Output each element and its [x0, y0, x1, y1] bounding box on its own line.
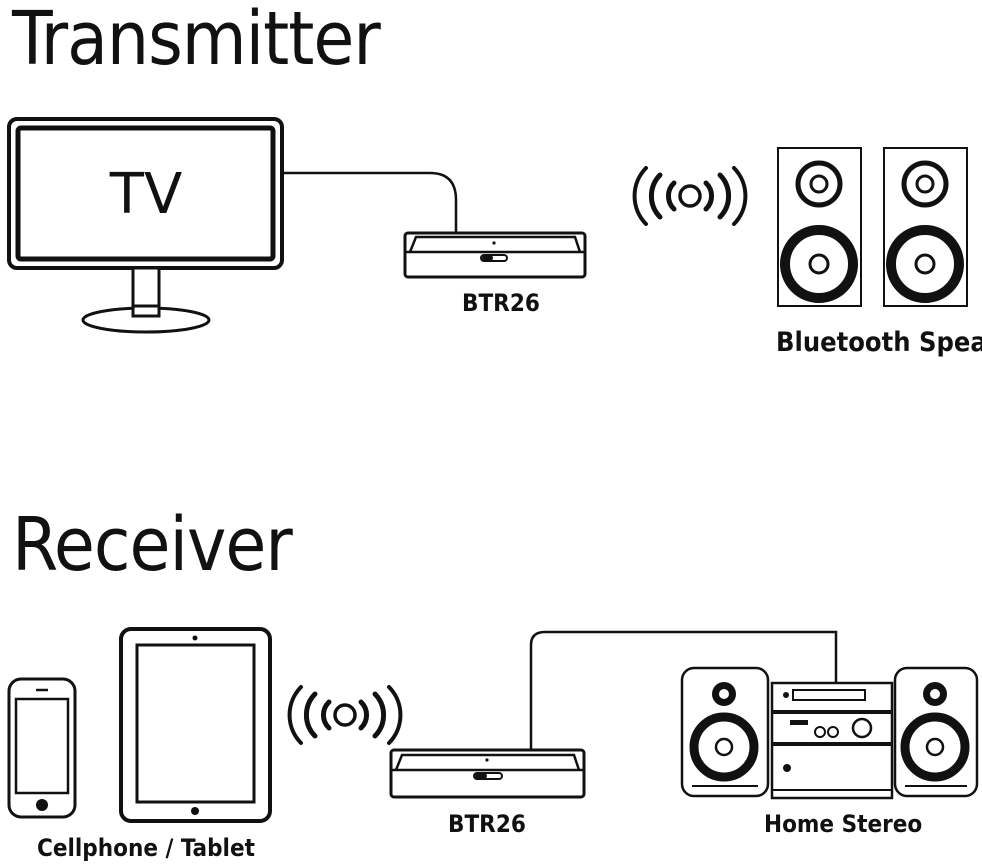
home-stereo-icon	[680, 666, 979, 800]
btr26-receiver-device-icon	[389, 748, 586, 799]
tv-icon: TV	[7, 117, 284, 334]
wireless-signal-icon	[287, 685, 403, 745]
btr26-receiver-label: BTR26	[448, 810, 526, 838]
cellphone-icon	[7, 677, 77, 819]
tv-label: TV	[109, 162, 183, 227]
bluetooth-speaker-icon	[777, 147, 968, 307]
wireless-signal-icon	[632, 166, 748, 226]
tv-cable	[282, 171, 458, 232]
receiver-title: Receiver	[12, 502, 293, 588]
stereo-cable	[529, 630, 838, 750]
btr26-transmitter-label: BTR26	[462, 289, 540, 317]
tablet-icon	[119, 627, 272, 823]
transmitter-title: Transmitter	[12, 0, 381, 82]
home-stereo-label: Home Stereo	[764, 810, 923, 838]
cellphone-tablet-label: Cellphone / Tablet	[37, 834, 255, 862]
bluetooth-speaker-label: Bluetooth Speaker	[776, 327, 982, 358]
btr26-transmitter-device-icon	[403, 231, 587, 279]
